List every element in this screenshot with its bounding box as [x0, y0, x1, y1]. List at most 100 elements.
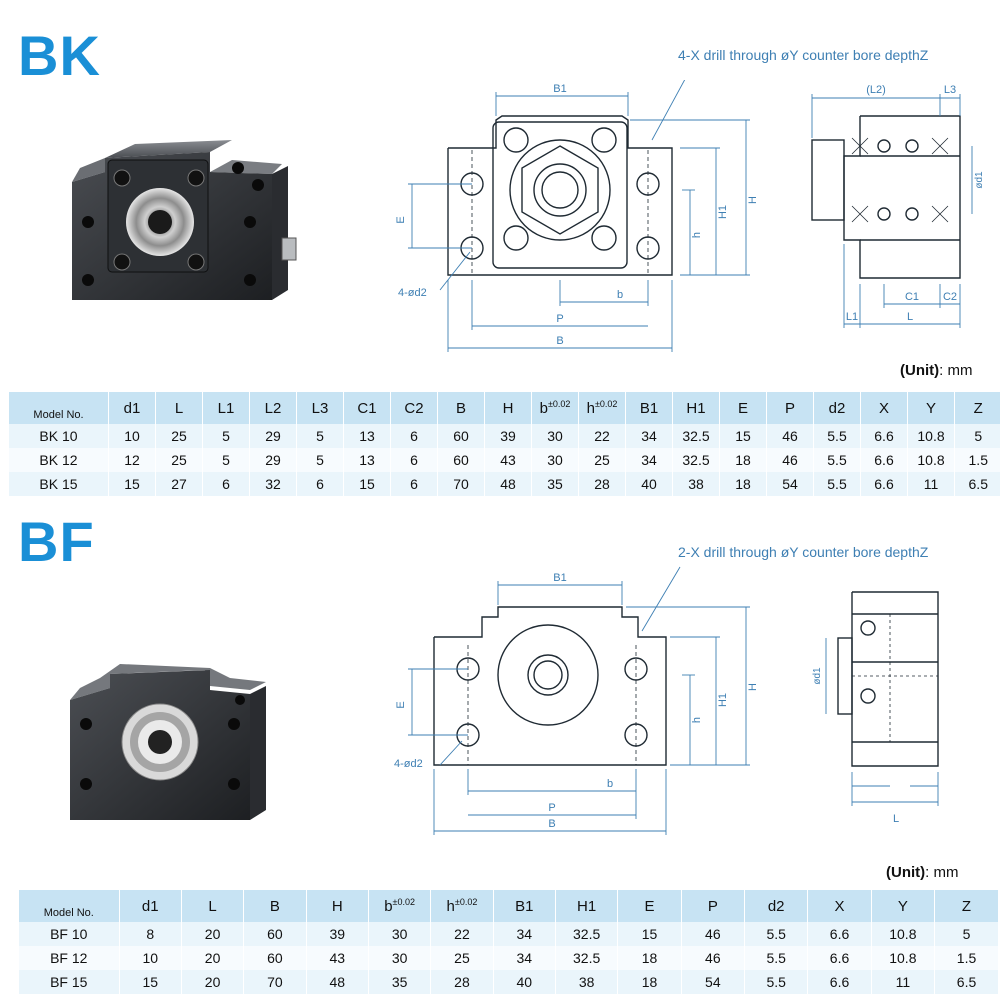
- bk-value-cell: 11: [907, 472, 955, 496]
- bf-value-cell: 35: [367, 970, 431, 994]
- bf-value-cell: 30: [367, 922, 431, 946]
- bk-side-view-drawing: (L2) L3 ød1 C1 C2 L1 L: [811, 84, 985, 328]
- bk-col-L3: L3: [296, 392, 344, 424]
- bk-col-b-tolerance: ±0.02: [547, 399, 571, 409]
- bf-col-b: b±0.02: [367, 890, 431, 922]
- bk-product-photo: [72, 140, 297, 300]
- bk-value-cell: 18: [719, 448, 767, 472]
- bk-value-cell: 6.6: [860, 448, 908, 472]
- bf-value-cell: 5: [934, 922, 998, 946]
- bf-value-cell: 60: [243, 922, 307, 946]
- bk-dim-b1-label: B1: [553, 83, 566, 95]
- bf-col-d1: d1: [118, 890, 182, 922]
- bk-value-cell: 5.5: [813, 424, 861, 448]
- bf-value-cell: 11: [870, 970, 935, 994]
- bf-value-cell: 34: [492, 946, 556, 970]
- bf-dim-B-label: B: [548, 818, 555, 830]
- bk-col-X: X: [860, 392, 908, 424]
- bf-col-h: h±0.02: [430, 890, 494, 922]
- bk-value-cell: 25: [578, 448, 626, 472]
- bf-value-cell: 40: [492, 970, 556, 994]
- bf-dim-d1-label: ød1: [812, 667, 823, 685]
- bk-value-cell: 6: [202, 472, 250, 496]
- bk-value-cell: 40: [625, 472, 673, 496]
- bf-value-cell: 54: [680, 970, 745, 994]
- bf-value-cell: 6.6: [807, 970, 872, 994]
- bf-model-cell: BF 10: [18, 922, 120, 946]
- bk-col-b-label: b: [539, 400, 548, 417]
- bf-value-cell: 60: [243, 946, 307, 970]
- bf-value-cell: 39: [305, 922, 369, 946]
- bk-value-cell: 12: [108, 448, 156, 472]
- bk-col-P: P: [766, 392, 814, 424]
- bf-unit-value: : mm: [925, 864, 959, 881]
- bf-spec-table: Model No. d1 L B H b±0.02 h±0.02 B1 H1 E…: [18, 890, 998, 994]
- bf-col-P: P: [680, 890, 745, 922]
- bk-dim-l1-label: L1: [846, 311, 858, 323]
- bf-value-cell: 5.5: [743, 946, 808, 970]
- bk-value-cell: 10: [108, 424, 156, 448]
- bf-model-cell: BF 15: [18, 970, 120, 994]
- bf-col-Y: Y: [870, 890, 935, 922]
- bf-col-b-tolerance: ±0.02: [392, 897, 416, 907]
- bk-col-Y: Y: [907, 392, 955, 424]
- bf-value-cell: 10: [118, 946, 182, 970]
- bf-dim-H-label: H: [747, 683, 759, 691]
- bf-col-E: E: [617, 890, 682, 922]
- bk-col-Z: Z: [954, 392, 1000, 424]
- bk-value-cell: 54: [766, 472, 814, 496]
- bk-value-cell: 39: [484, 424, 532, 448]
- bf-value-cell: 38: [554, 970, 618, 994]
- bf-value-cell: 20: [180, 922, 244, 946]
- bk-unit-label: (Unit): [900, 362, 940, 379]
- bk-value-cell: 1.5: [954, 448, 1000, 472]
- bk-value-cell: 48: [484, 472, 532, 496]
- bk-value-cell: 18: [719, 472, 767, 496]
- bk-value-cell: 70: [437, 472, 485, 496]
- bf-value-cell: 32.5: [554, 922, 618, 946]
- bk-col-model: Model No.: [8, 392, 109, 424]
- bk-dim-e-label: E: [395, 216, 407, 223]
- bk-value-cell: 6.5: [954, 472, 1000, 496]
- bk-dim-c2-label: C2: [943, 291, 957, 303]
- bf-value-cell: 32.5: [554, 946, 618, 970]
- bk-col-H1: H1: [672, 392, 720, 424]
- bk-title: BK: [18, 24, 101, 87]
- bk-value-cell: 32: [249, 472, 297, 496]
- bk-col-B: B: [437, 392, 485, 424]
- bf-value-cell: 8: [118, 922, 182, 946]
- bf-value-cell: 30: [367, 946, 431, 970]
- bf-value-cell: 20: [180, 970, 244, 994]
- bk-value-cell: 34: [625, 424, 673, 448]
- bk-value-cell: 25: [155, 424, 203, 448]
- bk-col-d2: d2: [813, 392, 861, 424]
- bk-value-cell: 6: [296, 472, 344, 496]
- bf-col-Z: Z: [934, 890, 998, 922]
- bk-value-cell: 22: [578, 424, 626, 448]
- bk-value-cell: 5.5: [813, 472, 861, 496]
- bf-title: BF: [18, 510, 95, 573]
- bf-value-cell: 5.5: [743, 922, 808, 946]
- bf-model-cell: BF 12: [18, 946, 120, 970]
- bk-value-cell: 5: [296, 448, 344, 472]
- bk-dim-h1-label: H1: [717, 205, 729, 219]
- bk-dim-h-label: h: [691, 232, 703, 238]
- bf-col-X: X: [807, 890, 872, 922]
- bk-col-L: L: [155, 392, 203, 424]
- bk-model-cell: BK 12: [8, 448, 109, 472]
- bf-value-cell: 10.8: [870, 922, 935, 946]
- bk-col-C1: C1: [343, 392, 391, 424]
- bk-unit-value: : mm: [939, 362, 973, 379]
- bk-col-C2: C2: [390, 392, 438, 424]
- bk-dim-B-label: B: [556, 335, 563, 347]
- bk-value-cell: 10.8: [907, 424, 955, 448]
- bk-value-cell: 46: [766, 448, 814, 472]
- bf-value-cell: 18: [617, 946, 682, 970]
- bf-value-cell: 28: [430, 970, 494, 994]
- bf-dim-b-label: b: [607, 778, 613, 790]
- bk-value-cell: 15: [343, 472, 391, 496]
